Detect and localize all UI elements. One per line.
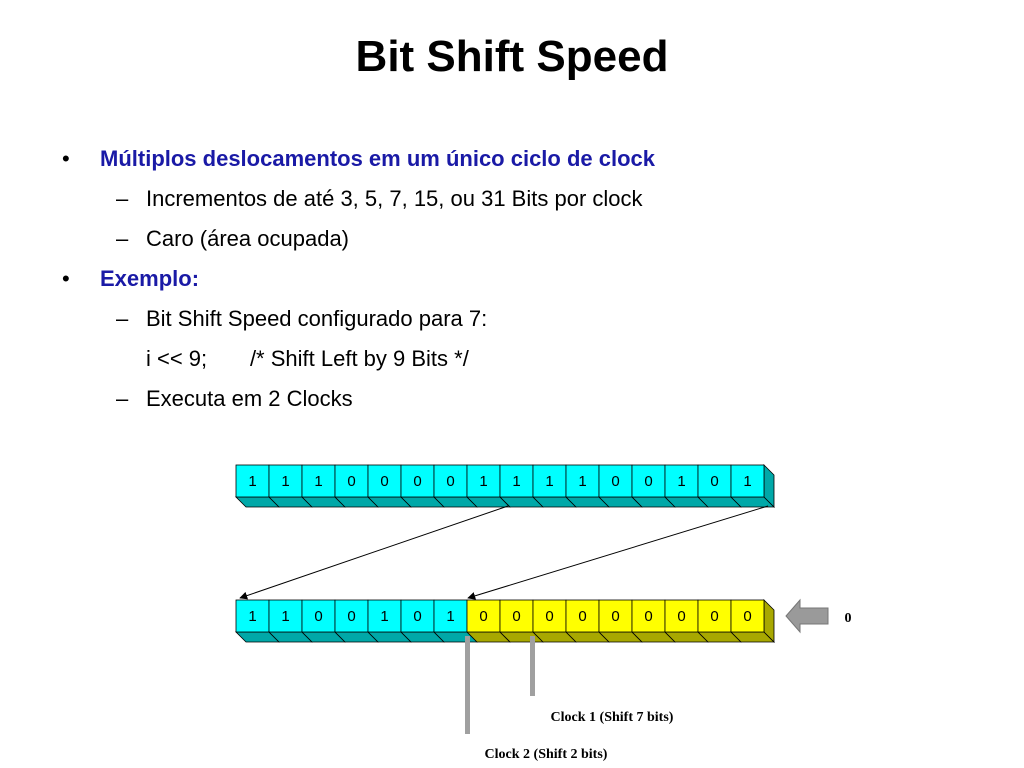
sub-bullet-executes: Executa em 2 Clocks — [146, 386, 353, 411]
bit-cell: 0 — [730, 599, 775, 643]
clock2-pointer — [465, 636, 470, 734]
clock1-pointer — [530, 636, 535, 696]
shift-arrow-high — [239, 505, 509, 600]
bit-cell: 0 — [598, 599, 643, 643]
bullet-marker: • — [62, 146, 70, 171]
bit-cell: 1 — [235, 599, 280, 643]
bit-cell: 1 — [301, 464, 346, 508]
bit-value: 1 — [380, 608, 388, 625]
bit-value: 1 — [743, 473, 751, 490]
code-line: i << 9; /* Shift Left by 9 Bits */ — [146, 346, 469, 371]
bit-cell: 0 — [631, 599, 676, 643]
bit-cell: 0 — [697, 464, 742, 508]
bit-cell: 1 — [268, 464, 313, 508]
bottom-register: 1 1 0 0 1 0 1 0 0 0 0 0 0 0 0 0 — [235, 599, 775, 643]
bit-value: 0 — [512, 608, 520, 625]
bit-value: 1 — [578, 473, 586, 490]
sub-bullet-marker: – — [116, 306, 129, 331]
bit-value: 1 — [281, 608, 289, 625]
bit-cell: 0 — [334, 464, 379, 508]
bit-value: 0 — [644, 473, 652, 490]
bit-value: 0 — [479, 608, 487, 625]
input-arrow-icon — [785, 598, 829, 634]
bit-cell: 0 — [334, 599, 379, 643]
bit-value: 0 — [677, 608, 685, 625]
bit-value: 0 — [347, 473, 355, 490]
bit-value: 1 — [545, 473, 553, 490]
bit-value: 0 — [314, 608, 322, 625]
bit-value: 1 — [677, 473, 685, 490]
bit-value: 1 — [479, 473, 487, 490]
bit-value: 1 — [446, 608, 454, 625]
bit-cell: 1 — [532, 464, 577, 508]
sub-bullet-marker: – — [116, 386, 129, 411]
bit-value: 1 — [512, 473, 520, 490]
bit-cell: 0 — [367, 464, 412, 508]
bit-value: 0 — [578, 608, 586, 625]
bit-cell: 0 — [433, 464, 478, 508]
clock1-label: Clock 1 (Shift 7 bits) — [551, 710, 674, 725]
bullet-example: Exemplo: — [100, 266, 200, 291]
bit-value: 1 — [281, 473, 289, 490]
bit-cell: 1 — [499, 464, 544, 508]
bullet-marker: • — [62, 266, 70, 291]
sub-bullet-expensive: Caro (área ocupada) — [146, 226, 350, 251]
bit-value: 1 — [248, 473, 256, 490]
bit-value: 0 — [644, 608, 652, 625]
bit-cell: 0 — [499, 599, 544, 643]
bit-cell: 1 — [565, 464, 610, 508]
bit-cell: 1 — [466, 464, 511, 508]
bit-cell: 1 — [268, 599, 313, 643]
sub-bullet-marker: – — [116, 226, 129, 251]
bit-cell: 1 — [730, 464, 775, 508]
bit-value: 0 — [710, 608, 718, 625]
bit-value: 0 — [545, 608, 553, 625]
clock2-label: Clock 2 (Shift 2 bits) — [485, 747, 608, 762]
bit-value: 0 — [413, 608, 421, 625]
input-zero-label: 0 — [845, 611, 852, 626]
bit-value: 0 — [446, 473, 454, 490]
bit-cell: 0 — [301, 599, 346, 643]
bit-cell: 1 — [664, 464, 709, 508]
bit-value: 0 — [611, 608, 619, 625]
bit-value: 0 — [413, 473, 421, 490]
bit-value: 0 — [710, 473, 718, 490]
sub-bullet-marker: – — [116, 186, 129, 211]
slide-title: Bit Shift Speed — [355, 32, 669, 81]
bit-value: 0 — [347, 608, 355, 625]
bullet-multiple-shifts: Múltiplos deslocamentos em um único cicl… — [100, 146, 656, 171]
shift-arrow-low — [467, 505, 769, 600]
bit-value: 1 — [248, 608, 256, 625]
sub-bullet-config: Bit Shift Speed configurado para 7: — [146, 306, 488, 331]
bit-value: 1 — [314, 473, 322, 490]
bit-value: 0 — [743, 608, 751, 625]
bit-value: 0 — [611, 473, 619, 490]
top-register: 1 1 1 0 0 0 0 1 1 1 1 0 0 1 0 1 — [235, 464, 775, 508]
bit-value: 0 — [380, 473, 388, 490]
sub-bullet-increments: Incrementos de até 3, 5, 7, 15, ou 31 Bi… — [146, 186, 643, 211]
bit-cell: 0 — [664, 599, 709, 643]
